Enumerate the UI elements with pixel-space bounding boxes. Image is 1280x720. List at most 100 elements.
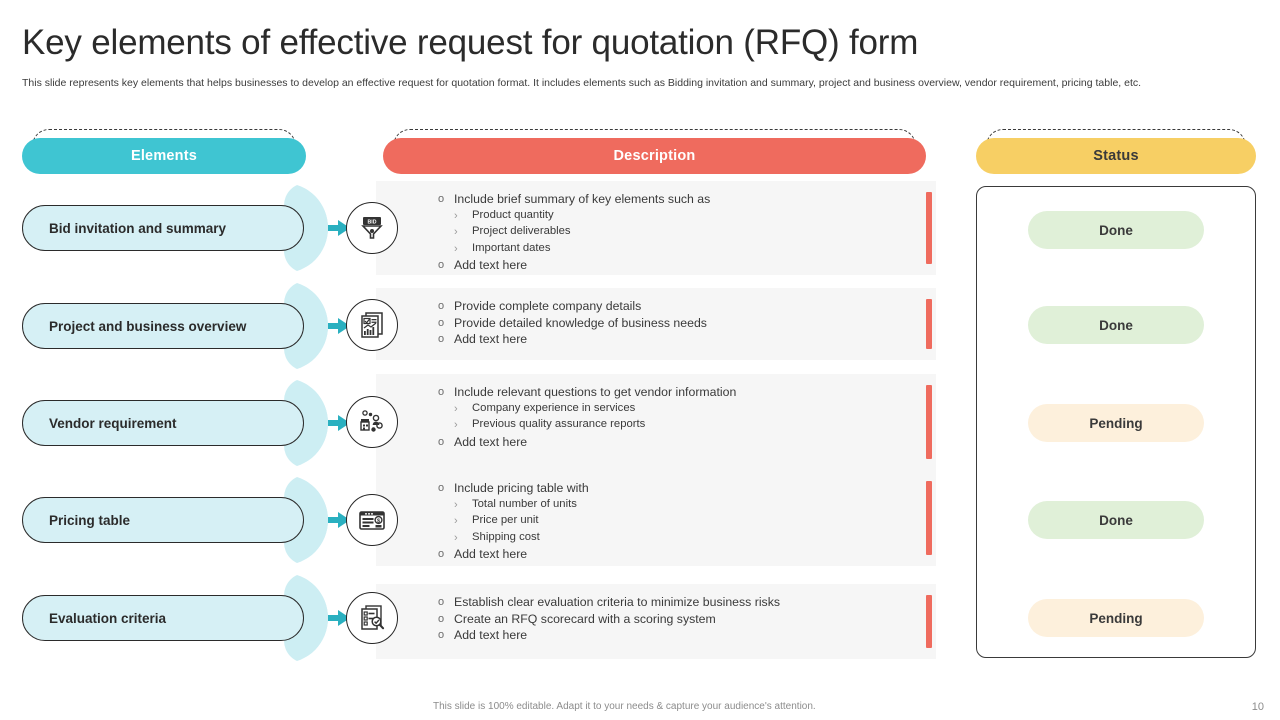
bullet-list: o Include relevant questions to get vendo… <box>438 384 936 450</box>
bullet-text: Provide detailed knowledge of business n… <box>454 315 707 330</box>
circle-bullet-icon: o <box>438 259 445 271</box>
sub-bullet-item: › Product quantity <box>438 208 936 224</box>
bullet-text: Previous quality assurance reports <box>472 418 646 430</box>
svg-text:BID: BID <box>368 219 377 225</box>
status-badge[interactable]: Done <box>1028 306 1204 344</box>
bullet-text: Total number of units <box>472 497 577 510</box>
bullet-text: Add text here <box>454 332 528 346</box>
column-header-elements: Elements <box>22 129 306 174</box>
bullet-item: o Add text here <box>438 546 936 562</box>
bullet-item: o Include brief summary of key elements s… <box>438 191 936 207</box>
description-panel: o Establish clear evaluation criteria to … <box>376 584 936 659</box>
circle-bullet-icon: o <box>438 596 445 608</box>
bullet-item: o Establish clear evaluation criteria to … <box>438 594 936 610</box>
report-chart-icon <box>346 299 398 351</box>
page-title: Key elements of effective request for qu… <box>22 23 919 62</box>
bullet-item: o Include relevant questions to get vendo… <box>438 384 936 400</box>
bullet-item: o Include pricing table with <box>438 480 936 496</box>
bid-funnel-icon: BID <box>346 202 398 254</box>
circle-bullet-icon: o <box>438 193 445 205</box>
bullet-list: o Establish clear evaluation criteria to … <box>438 594 936 643</box>
bullet-text: Company experience in services <box>472 401 636 414</box>
accent-bar <box>926 192 932 264</box>
svg-text:$: $ <box>377 518 380 524</box>
bullet-text: Provide complete company details <box>454 299 642 313</box>
checklist-magnifier-icon <box>346 592 398 644</box>
bullet-text: Price per unit <box>472 514 539 526</box>
chevron-bullet-icon: › <box>454 226 458 238</box>
bullet-item: o Provide detailed knowledge of business … <box>438 315 936 331</box>
column-header-description: Description <box>383 129 926 174</box>
element-pill-label[interactable]: Pricing table <box>22 497 304 543</box>
bullet-text: Include brief summary of key elements su… <box>454 192 711 206</box>
bullet-list: o Include pricing table with › Total number… <box>438 480 936 562</box>
element-pill-label[interactable]: Vendor requirement <box>22 400 304 446</box>
bullet-item: o Add text here <box>438 257 936 273</box>
sub-bullet-item: › Previous quality assurance reports <box>438 417 936 433</box>
element-row-5: Evaluation criteria <box>22 573 350 663</box>
element-row-2: Project and business overview <box>22 281 350 371</box>
bullet-text: Product quantity <box>472 208 554 221</box>
vendor-warehouse-icon <box>346 396 398 448</box>
circle-bullet-icon: o <box>438 548 445 560</box>
bullet-text: Project deliverables <box>472 225 571 237</box>
chevron-bullet-icon: › <box>454 515 458 527</box>
bullet-item: o Add text here <box>438 434 936 450</box>
description-panel: o Include relevant questions to get vendo… <box>376 374 936 470</box>
circle-bullet-icon: o <box>438 435 445 448</box>
element-pill-label[interactable]: Bid invitation and summary <box>22 205 304 251</box>
bullet-text: Establish clear evaluation criteria to m… <box>454 595 780 609</box>
page-subtitle: This slide represents key elements that … <box>22 77 1142 89</box>
chevron-bullet-icon: › <box>454 242 458 255</box>
circle-bullet-icon: o <box>438 300 445 312</box>
bullet-text: Add text here <box>454 434 528 449</box>
page-number: 10 <box>1251 701 1264 713</box>
sub-bullet-item: › Company experience in services <box>438 401 936 417</box>
description-panel: o Include brief summary of key elements s… <box>376 181 936 275</box>
element-row-3: Vendor requirement <box>22 378 350 468</box>
column-header-status: Status <box>976 129 1256 174</box>
chevron-bullet-icon: › <box>454 531 458 544</box>
circle-bullet-icon: o <box>438 612 445 625</box>
bullet-item: o Provide complete company details <box>438 298 936 314</box>
bullet-text: Important dates <box>472 241 551 254</box>
bullet-text: Add text here <box>454 258 528 272</box>
chevron-bullet-icon: › <box>454 498 458 511</box>
bullet-list: o Include brief summary of key elements s… <box>438 191 936 273</box>
sub-bullet-item: › Price per unit <box>438 513 936 529</box>
bullet-text: Include pricing table with <box>454 481 589 495</box>
bullet-text: Add text here <box>454 547 528 561</box>
accent-bar <box>926 299 932 349</box>
sub-bullet-item: › Shipping cost <box>438 530 936 546</box>
status-badge[interactable]: Done <box>1028 211 1204 249</box>
sub-bullet-item: › Project deliverables <box>438 224 936 240</box>
circle-bullet-icon: o <box>438 386 445 398</box>
bullet-item: o Add text here <box>438 331 936 347</box>
bullet-text: Shipping cost <box>472 530 540 543</box>
chevron-bullet-icon: › <box>454 402 458 415</box>
status-badge[interactable]: Pending <box>1028 599 1204 637</box>
sub-bullet-item: › Important dates <box>438 241 936 257</box>
circle-bullet-icon: o <box>438 316 445 329</box>
element-pill-label[interactable]: Project and business overview <box>22 303 304 349</box>
bullet-text: Include relevant questions to get vendor… <box>454 385 737 399</box>
bullet-item: o Create an RFQ scorecard with a scoring … <box>438 611 936 627</box>
chevron-bullet-icon: › <box>454 419 458 431</box>
column-header-elements-label: Elements <box>22 138 306 174</box>
bullet-text: Add text here <box>454 628 528 642</box>
accent-bar <box>926 481 932 555</box>
status-badge[interactable]: Done <box>1028 501 1204 539</box>
circle-bullet-icon: o <box>438 333 445 345</box>
footer-note: This slide is 100% editable. Adapt it to… <box>433 701 816 712</box>
element-pill-label[interactable]: Evaluation criteria <box>22 595 304 641</box>
accent-bar <box>926 595 932 648</box>
bullet-text: Create an RFQ scorecard with a scoring s… <box>454 611 716 626</box>
chevron-bullet-icon: › <box>454 209 458 222</box>
accent-bar <box>926 385 932 459</box>
description-panel: o Include pricing table with › Total number… <box>376 470 936 566</box>
circle-bullet-icon: o <box>438 482 445 494</box>
status-badge[interactable]: Pending <box>1028 404 1204 442</box>
